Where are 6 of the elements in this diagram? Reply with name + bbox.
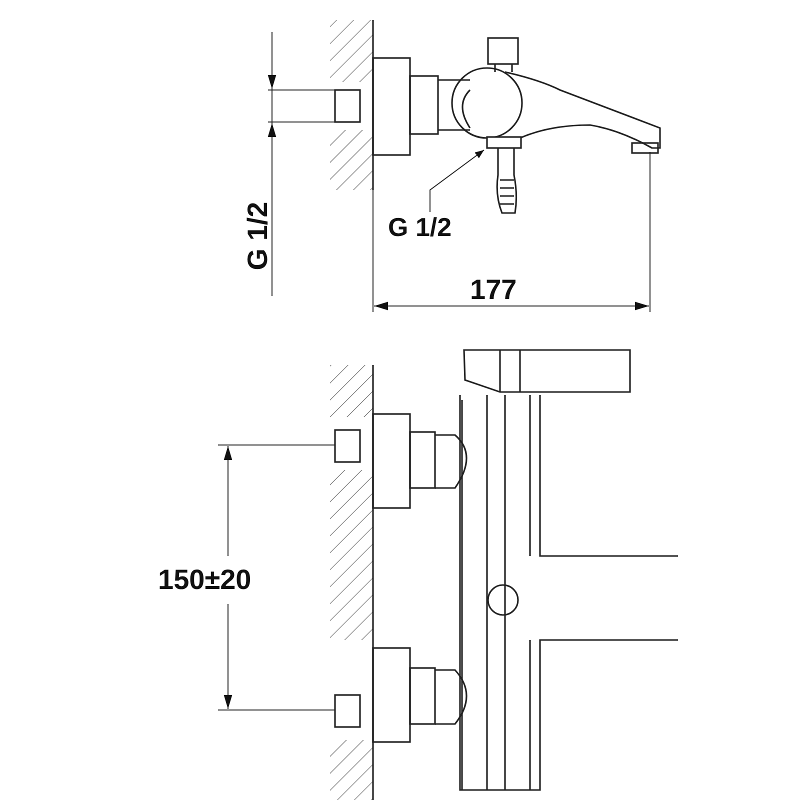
spacing-dimension: 150±20 bbox=[158, 566, 252, 594]
hose-connection-nut bbox=[486, 136, 522, 149]
thread-size-dimension: G 1/2 bbox=[244, 202, 272, 270]
leader-line bbox=[430, 150, 484, 212]
width-dimension: 177 bbox=[470, 276, 517, 304]
thread-size-label: G 1/2 bbox=[388, 214, 452, 240]
